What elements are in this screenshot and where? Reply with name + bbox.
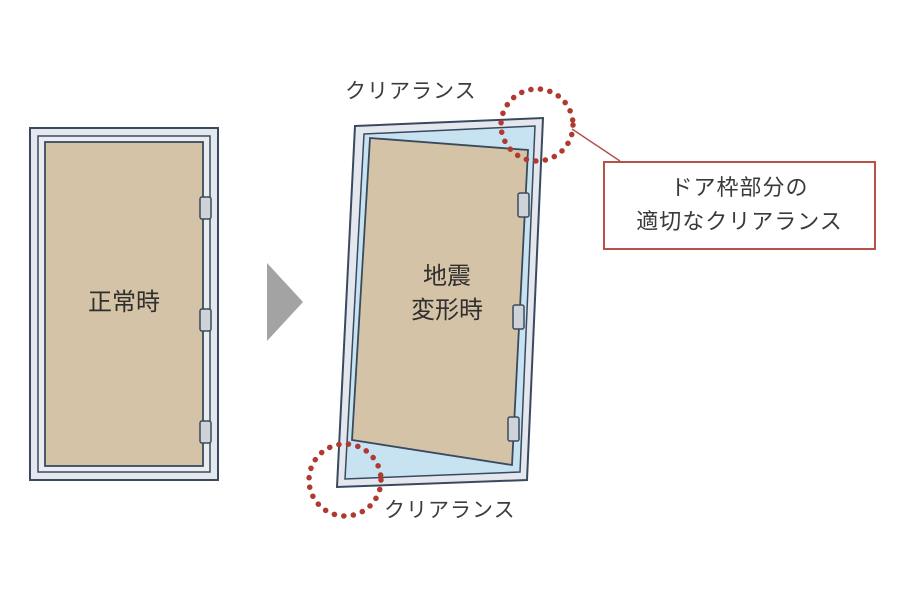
hinge-icon [199,196,212,220]
deformed-door-label-line2: 変形時 [411,296,483,324]
normal-door-panel [44,141,204,467]
callout-line2: 適切なクリアランス [636,209,843,235]
deformed-door-label-line1: 地震 [423,262,471,290]
normal-door [29,127,219,481]
hinge-icon [199,420,212,444]
normal-door-label: 正常時 [88,288,160,316]
deformed-door-label: 地震 変形時 [392,259,502,327]
clearance-label-bottom: クリアランス [384,498,516,522]
hinge-icon [507,416,520,442]
callout-line1: ドア枠部分の [670,175,809,201]
callout-box: ドア枠部分の 適切なクリアランス [603,161,876,250]
dotted-circle-icon [498,86,576,164]
hinge-icon [512,304,525,330]
dotted-circle-icon [306,441,384,519]
deformed-door [335,116,545,489]
callout-leader-line [571,128,621,162]
hinge-icon [199,308,212,332]
arrow-right-icon [267,263,303,341]
hinge-icon [517,192,530,218]
deformed-door-panel [351,137,529,467]
clearance-label-top: クリアランス [345,79,477,103]
